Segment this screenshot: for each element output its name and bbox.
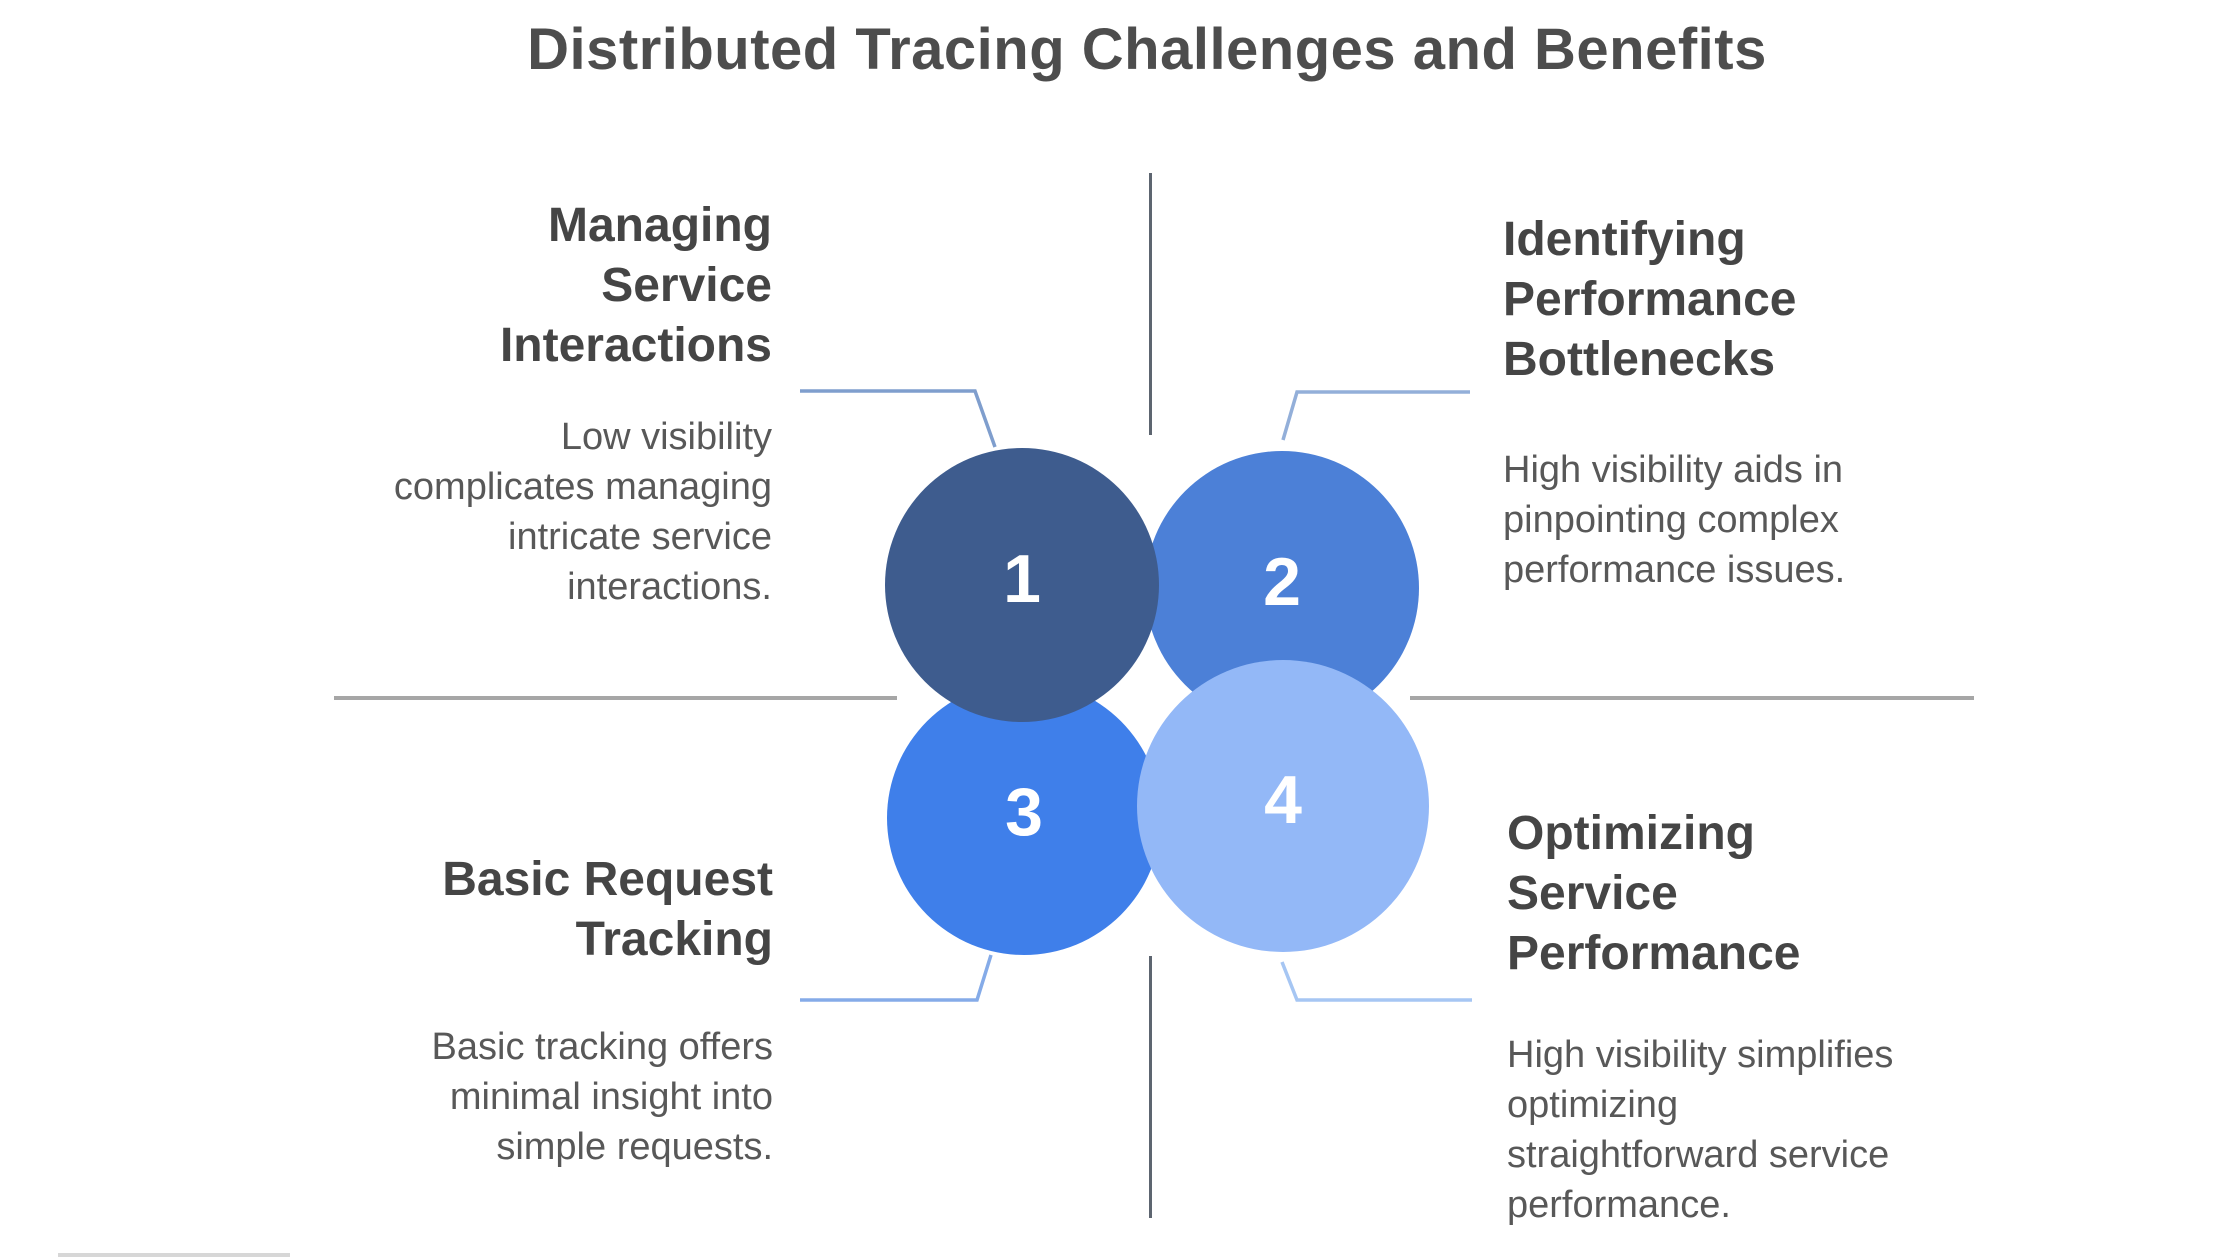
connector-top-right xyxy=(1281,390,1470,441)
quadrant-top-right-description: High visibility aids in pinpointing comp… xyxy=(1503,449,1846,591)
quadrant-top-left: Managing Service Interactions Low visibi… xyxy=(342,196,772,612)
venn-circle-1: 1 xyxy=(885,448,1159,722)
quadrant-bottom-right-heading: Optimizing Service Performance xyxy=(1507,807,1801,980)
connector-bottom-right xyxy=(1280,961,1472,1002)
connector-bottom-left xyxy=(800,954,993,1002)
quadrant-bottom-left-heading: Basic Request Tracking xyxy=(442,853,773,966)
connector-top-left xyxy=(800,389,997,448)
divider-horizontal-right xyxy=(1410,696,1974,700)
circle-3-number: 3 xyxy=(1005,774,1043,850)
circle-2-number: 2 xyxy=(1263,544,1301,620)
quadrant-bottom-right: Optimizing Service Performance High visi… xyxy=(1507,804,1967,1230)
quadrant-bottom-right-description: High visibility simplifies optimizing st… xyxy=(1507,1034,1894,1226)
quadrant-bottom-left-description: Basic tracking offers minimal insight in… xyxy=(431,1026,773,1168)
page-title: Distributed Tracing Challenges and Benef… xyxy=(527,17,1767,82)
venn-circle-3: 3 xyxy=(887,681,1161,955)
quadrant-top-left-heading: Managing Service Interactions xyxy=(499,199,772,372)
cropped-edge-artifact xyxy=(58,1253,290,1257)
circle-1-number: 1 xyxy=(1003,541,1041,617)
divider-horizontal-left xyxy=(334,696,897,700)
venn-circle-4: 4 xyxy=(1137,660,1429,952)
quadrant-top-right: Identifying Performance Bottlenecks High… xyxy=(1503,210,1963,595)
divider-vertical-top xyxy=(1149,173,1152,435)
quadrant-top-right-heading: Identifying Performance Bottlenecks xyxy=(1503,213,1797,386)
quadrant-top-left-description: Low visibility complicates managing intr… xyxy=(393,416,772,608)
quadrant-bottom-left: Basic Request Tracking Basic tracking of… xyxy=(333,850,773,1172)
divider-vertical-bottom xyxy=(1149,956,1152,1218)
circle-4-number: 4 xyxy=(1264,762,1302,838)
